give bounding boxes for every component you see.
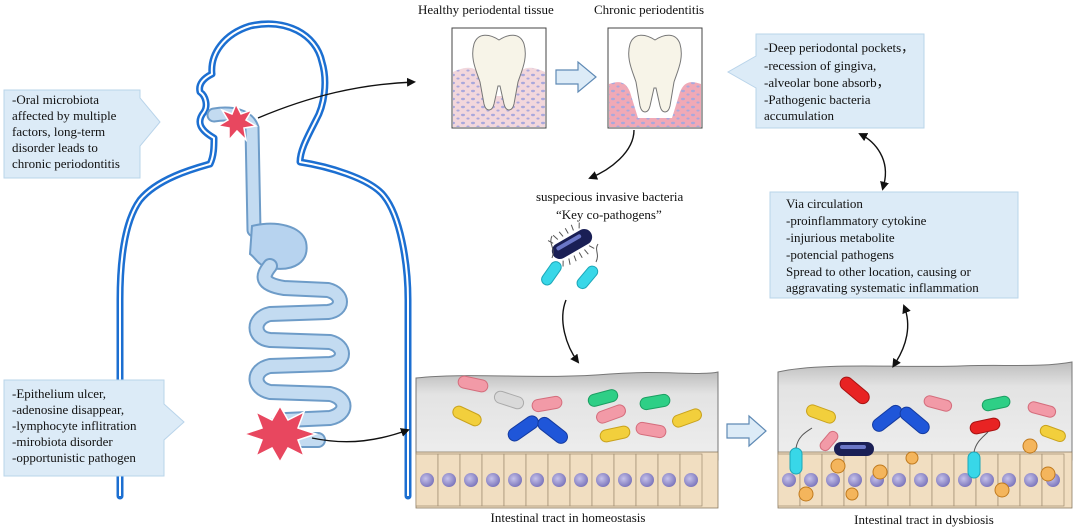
cell-nucleus: [804, 473, 818, 487]
callout-oral-line: chronic periodontitis: [12, 156, 120, 171]
intestine-dysbiosis-panel: Intestinal tract in dysbiosis: [777, 361, 1073, 527]
callout-periodontal-line: -recession of gingiva,: [764, 58, 876, 73]
intestine-dysbiosis-label: Intestinal tract in dysbiosis: [854, 512, 994, 527]
cell-nucleus: [958, 473, 972, 487]
key-pathogen-bacteria: suspecious invasive bacteria “Key co-pat…: [536, 189, 684, 290]
callout-oral-line: disorder leads to: [12, 140, 98, 155]
human-body: [116, 20, 412, 500]
cell-nucleus: [574, 473, 588, 487]
callout-periodontal: -Deep periodontal pockets， -recession of…: [726, 33, 925, 129]
inflamed-tooth-icon: [628, 34, 682, 113]
chronic-periodontitis-label: Chronic periodentitis: [594, 2, 704, 17]
cyan-bacterium-icon: [541, 235, 562, 286]
mouth-lesion-starburst: [215, 102, 259, 143]
cyan-bacterium-icon: [576, 243, 599, 290]
epithelium-layer: [415, 451, 719, 509]
cell-nucleus: [640, 473, 654, 487]
healthy-tissue-label: Healthy periodental tissue: [418, 2, 554, 17]
cell-nucleus: [530, 473, 544, 487]
suspicious-bacteria-label: suspecious invasive bacteria: [536, 189, 684, 204]
cell-nucleus: [826, 473, 840, 487]
transition-arrow: [726, 414, 767, 448]
cell-nucleus: [848, 473, 862, 487]
panel-arrow: [555, 60, 597, 94]
cell-nucleus: [464, 473, 478, 487]
callout-intestine-line: -adenosine disappear,: [12, 402, 124, 417]
cell-nucleus: [420, 473, 434, 487]
callout-periodontal-line: accumulation: [764, 108, 835, 123]
dysbiotic-bacteria-group: [789, 376, 1066, 502]
callout-intestine: -Epithelium ulcer, -adenosine disappear,…: [3, 379, 185, 477]
callout-circulation-line: Spread to other location, causing or: [786, 264, 972, 279]
intestine-homeostasis-panel: Intestinal tract in homeostasis: [415, 371, 719, 525]
epithelium-layer: [777, 451, 1073, 509]
cell-nucleus: [684, 473, 698, 487]
dark-bacterium-icon: [834, 442, 874, 456]
cell-nucleus: [980, 473, 994, 487]
callout-circulation-line: -injurious metabolite: [786, 230, 895, 245]
cell-nucleus: [442, 473, 456, 487]
callout-intestine-line: -Epithelium ulcer,: [12, 386, 106, 401]
callout-circulation-line: -potencial pathogens: [786, 247, 894, 262]
gut-to-intestine-arrow: [311, 428, 410, 443]
cell-nucleus: [892, 473, 906, 487]
healthy-tooth-panel: [451, 27, 547, 129]
cell-nucleus: [782, 473, 796, 487]
cell-nucleus: [936, 473, 950, 487]
dysbiosis-to-circulation-arrow: [892, 304, 911, 368]
commensal-bacteria-group: [452, 375, 702, 444]
cell-nucleus: [662, 473, 676, 487]
cell-nucleus: [596, 473, 610, 487]
callout-circulation: Via circulation -proinflammatory cytokin…: [769, 191, 1019, 299]
connector-arrows: [257, 77, 911, 443]
cell-nucleus: [552, 473, 566, 487]
cell-nucleus: [618, 473, 632, 487]
cell-nucleus: [914, 473, 928, 487]
intestine-homeostasis-label: Intestinal tract in homeostasis: [491, 510, 646, 525]
stomach: [248, 222, 308, 270]
callout-intestine-line: -lymphocyte inflitration: [12, 418, 137, 433]
periodontitis-tooth-panel: [607, 27, 703, 129]
cell-nucleus: [1024, 473, 1038, 487]
callout-periodontal-line: -alveolar bone absorb，: [764, 75, 890, 90]
digestive-tract: [206, 106, 352, 448]
callout-circulation-line: -proinflammatory cytokine: [786, 213, 927, 228]
cell-nucleus: [508, 473, 522, 487]
gut-lesion-starburst: [241, 404, 319, 464]
key-co-pathogens-label: “Key co-pathogens”: [556, 207, 662, 222]
circulation-to-periodontal-arrow: [858, 133, 889, 191]
immune-cells: [798, 438, 1056, 502]
callout-intestine-line: -mirobiota disorder: [12, 434, 113, 449]
callout-circulation-line: aggravating systematic inflammation: [786, 280, 979, 295]
healthy-tooth-icon: [472, 34, 526, 111]
callout-periodontal-line: -Deep periodontal pockets，: [764, 40, 914, 55]
callout-oral: -Oral microbiota affected by multiple fa…: [3, 89, 161, 179]
callout-oral-line: factors, long-term: [12, 124, 105, 139]
callout-oral-line: affected by multiple: [12, 108, 117, 123]
callout-circulation-line: Via circulation: [786, 196, 863, 211]
dark-bacterium-icon: [547, 222, 595, 267]
callout-intestine-line: -opportunistic pathogen: [12, 450, 136, 465]
cell-nucleus: [486, 473, 500, 487]
tooth-to-bacteria-arrow: [588, 129, 635, 180]
mouth-to-tooth-arrow: [257, 77, 416, 119]
callout-periodontal-line: -Pathogenic bacteria: [764, 92, 871, 107]
bacteria-to-gut-arrow: [562, 299, 580, 364]
callout-oral-line: -Oral microbiota: [12, 92, 99, 107]
